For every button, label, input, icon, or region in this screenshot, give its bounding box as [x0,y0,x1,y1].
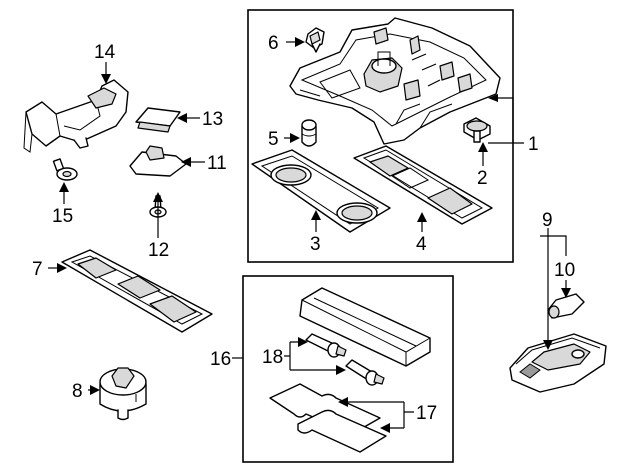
callout-13: 13 [202,109,223,130]
callout-14: 14 [94,42,116,63]
foam-pad [269,383,387,453]
map-light-housing [509,333,607,393]
callout-3: 3 [310,234,321,255]
seal-gasket-rectangular [353,145,493,225]
bracket-clip [129,145,187,177]
leader-lines [48,37,571,433]
sunglass-holder-bin [299,287,431,367]
seal-strip [61,249,213,333]
callout-17: 17 [416,403,437,424]
screw-left [52,158,78,181]
callout-labels: 1 2 3 4 5 6 7 8 9 10 11 12 13 14 15 16 1… [32,33,575,424]
group-box-sunglass-holder [242,275,454,463]
callout-18: 18 [262,347,283,368]
callout-16: 16 [210,349,231,370]
callout-5: 5 [268,129,279,150]
callout-10: 10 [554,260,575,281]
mounting-bracket [23,79,129,153]
callout-8: 8 [72,381,83,402]
callout-1: 1 [528,134,539,155]
callout-11: 11 [207,153,227,174]
callout-9: 9 [542,210,553,231]
callout-2: 2 [477,168,488,189]
lamp-bulb [301,119,317,147]
seal-gasket-round [251,149,391,233]
overhead-console-housing [289,17,501,145]
callout-15: 15 [52,206,73,227]
callout-12: 12 [148,240,169,261]
map-light-lamp [547,293,585,319]
retaining-clip [305,27,325,53]
hinge-pin-upper [305,333,347,358]
hinge-pin-lower [345,359,385,386]
mounting-screw [463,117,491,143]
callout-4: 4 [416,234,427,255]
round-sensor [99,367,147,421]
callout-7: 7 [32,259,43,280]
callout-6: 6 [268,33,279,54]
cover-plate [135,107,181,133]
